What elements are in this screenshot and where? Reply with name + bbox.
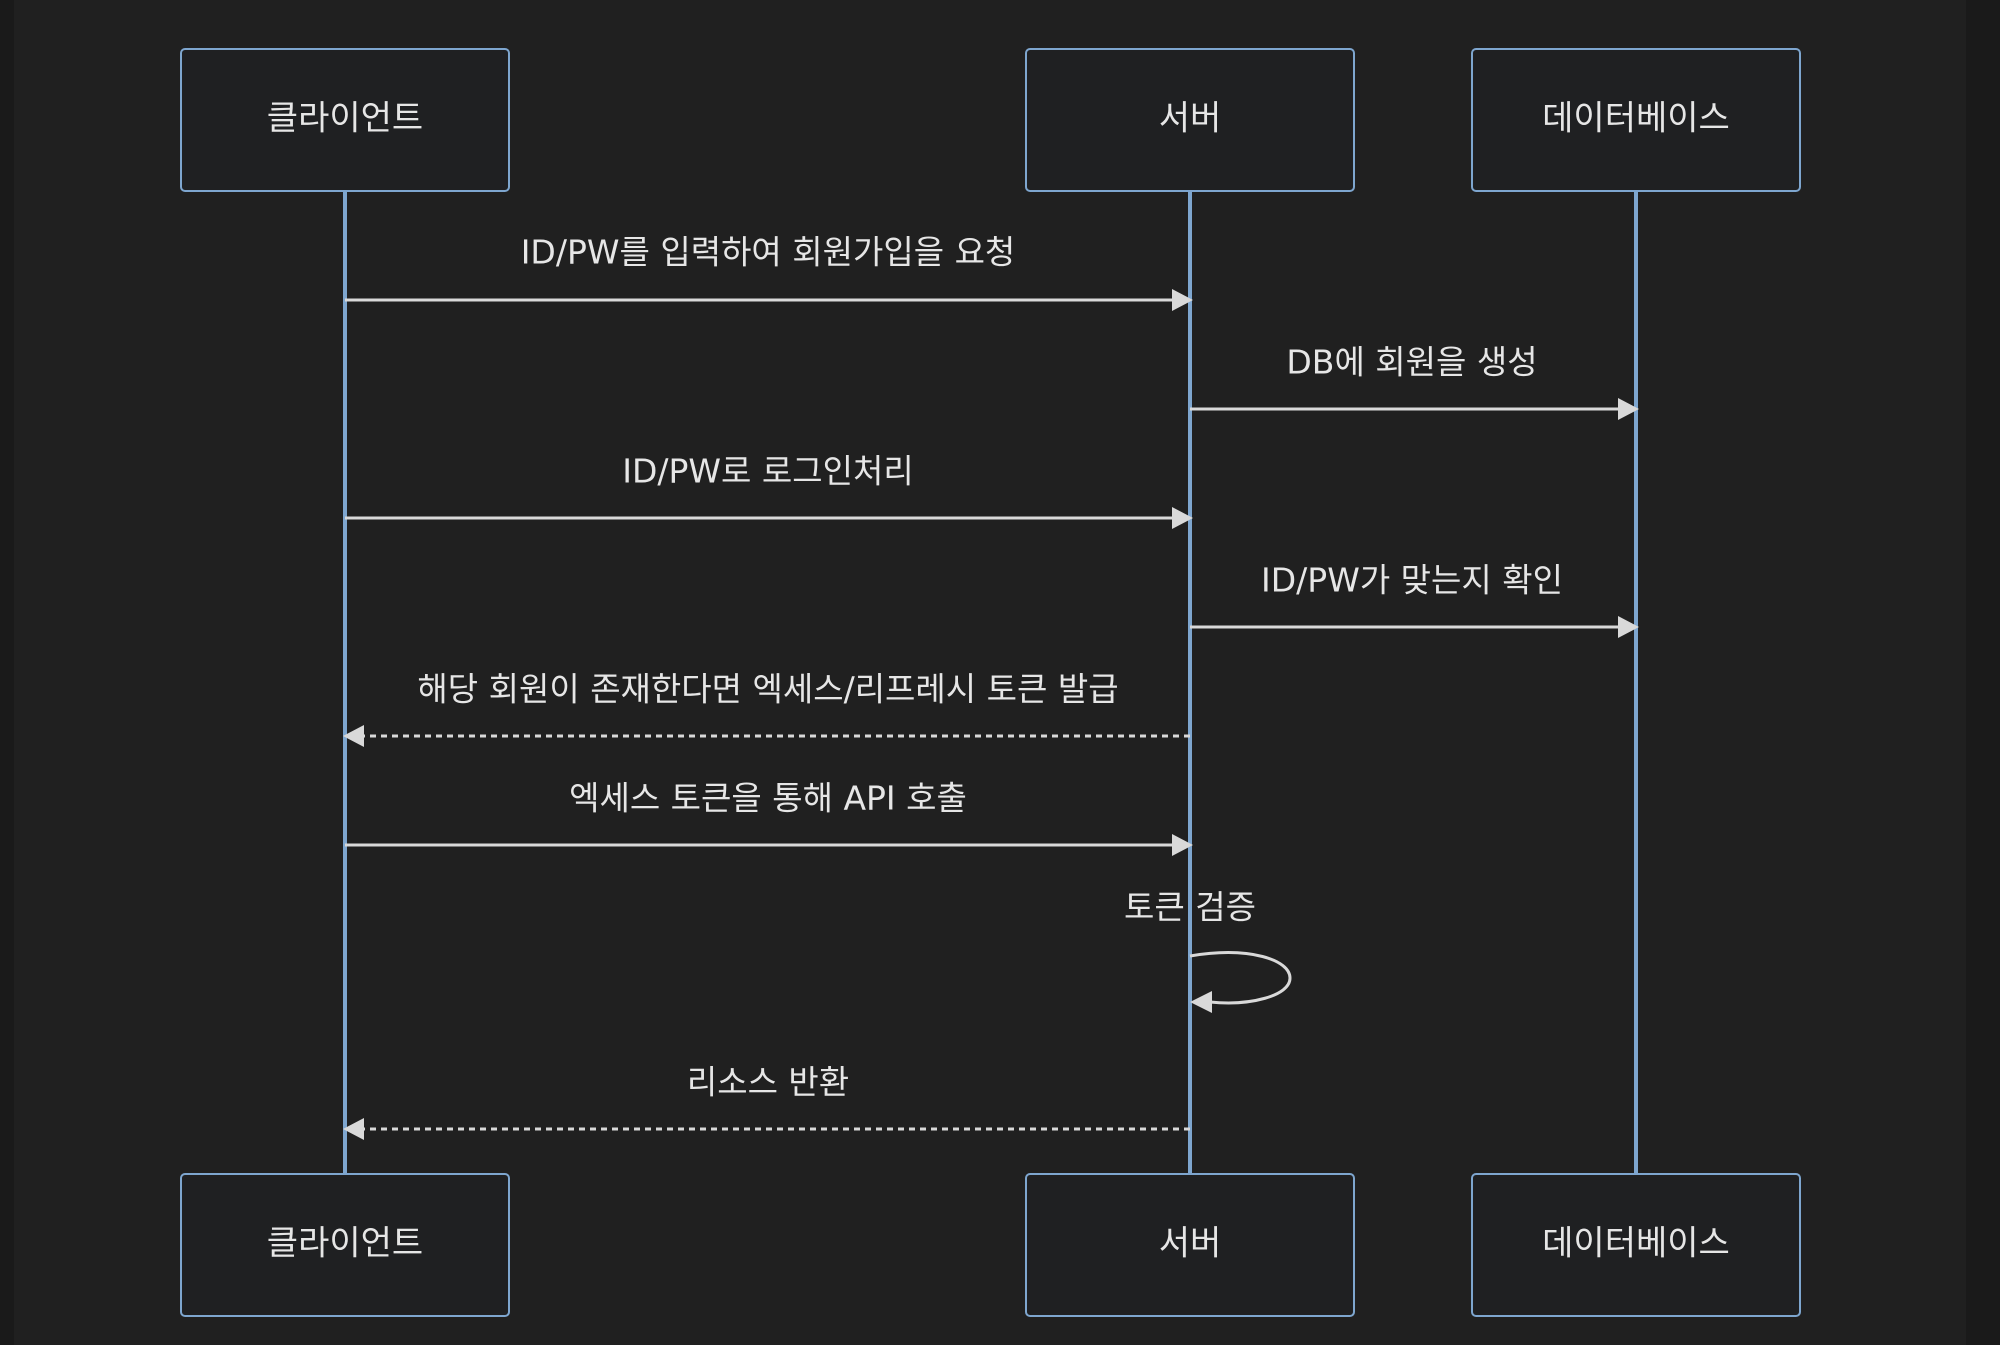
message-token-validation: 토큰 검증 bbox=[1124, 888, 1292, 1013]
participant-db-bottom: 데이터베이스 bbox=[1471, 1173, 1801, 1317]
arrowhead-left bbox=[1190, 991, 1212, 1013]
arrowhead-left bbox=[343, 725, 364, 747]
message-issue-tokens: 해당 회원이 존재한다면 엑세스/리프레시 토큰 발급 bbox=[343, 670, 1190, 747]
participant-db-top-label: 데이터베이스 bbox=[1542, 99, 1730, 139]
message-signup-request: ID/PW를 입력하여 회원가입을 요청 bbox=[345, 233, 1193, 311]
message-login: ID/PW로 로그인처리 bbox=[345, 452, 1193, 529]
arrowhead-right bbox=[1618, 616, 1639, 638]
message-create-member: DB에 회원을 생성 bbox=[1190, 343, 1639, 420]
participant-db-top: 데이터베이스 bbox=[1471, 48, 1801, 192]
arrowhead-right bbox=[1172, 507, 1193, 529]
message-verify-credentials: ID/PW가 맞는지 확인 bbox=[1190, 561, 1639, 638]
participant-server-top-label: 서버 bbox=[1159, 99, 1222, 139]
message-login-label: ID/PW로 로그인처리 bbox=[622, 452, 913, 491]
diagram-canvas bbox=[14, 0, 1966, 1345]
participant-server-top: 서버 bbox=[1025, 48, 1355, 192]
participant-client-top-label: 클라이언트 bbox=[267, 99, 423, 139]
participant-client-top: 클라이언트 bbox=[180, 48, 510, 192]
message-verify-credentials-label: ID/PW가 맞는지 확인 bbox=[1261, 561, 1563, 600]
message-token-validation-label: 토큰 검증 bbox=[1124, 888, 1256, 927]
message-create-member-label: DB에 회원을 생성 bbox=[1286, 343, 1537, 382]
arrowhead-left bbox=[343, 1118, 364, 1140]
message-api-call: 엑세스 토큰을 통해 API 호출 bbox=[345, 779, 1193, 856]
participant-client-bottom: 클라이언트 bbox=[180, 1173, 510, 1317]
message-signup-request-label: ID/PW를 입력하여 회원가입을 요청 bbox=[521, 233, 1016, 272]
participant-client-bottom-label: 클라이언트 bbox=[267, 1224, 423, 1264]
message-issue-tokens-label: 해당 회원이 존재한다면 엑세스/리프레시 토큰 발급 bbox=[417, 670, 1118, 709]
participant-server-bottom-label: 서버 bbox=[1159, 1224, 1222, 1264]
message-return-resource: 리소스 반환 bbox=[343, 1063, 1190, 1140]
message-return-resource-label: 리소스 반환 bbox=[687, 1063, 849, 1102]
canvas-edge bbox=[1966, 0, 2000, 1345]
arrowhead-right bbox=[1618, 398, 1639, 420]
message-api-call-label: 엑세스 토큰을 통해 API 호출 bbox=[569, 779, 967, 818]
arrowhead-right bbox=[1172, 289, 1193, 311]
participant-db-bottom-label: 데이터베이스 bbox=[1542, 1224, 1730, 1264]
arrowhead-right bbox=[1172, 834, 1193, 856]
participant-server-bottom: 서버 bbox=[1025, 1173, 1355, 1317]
